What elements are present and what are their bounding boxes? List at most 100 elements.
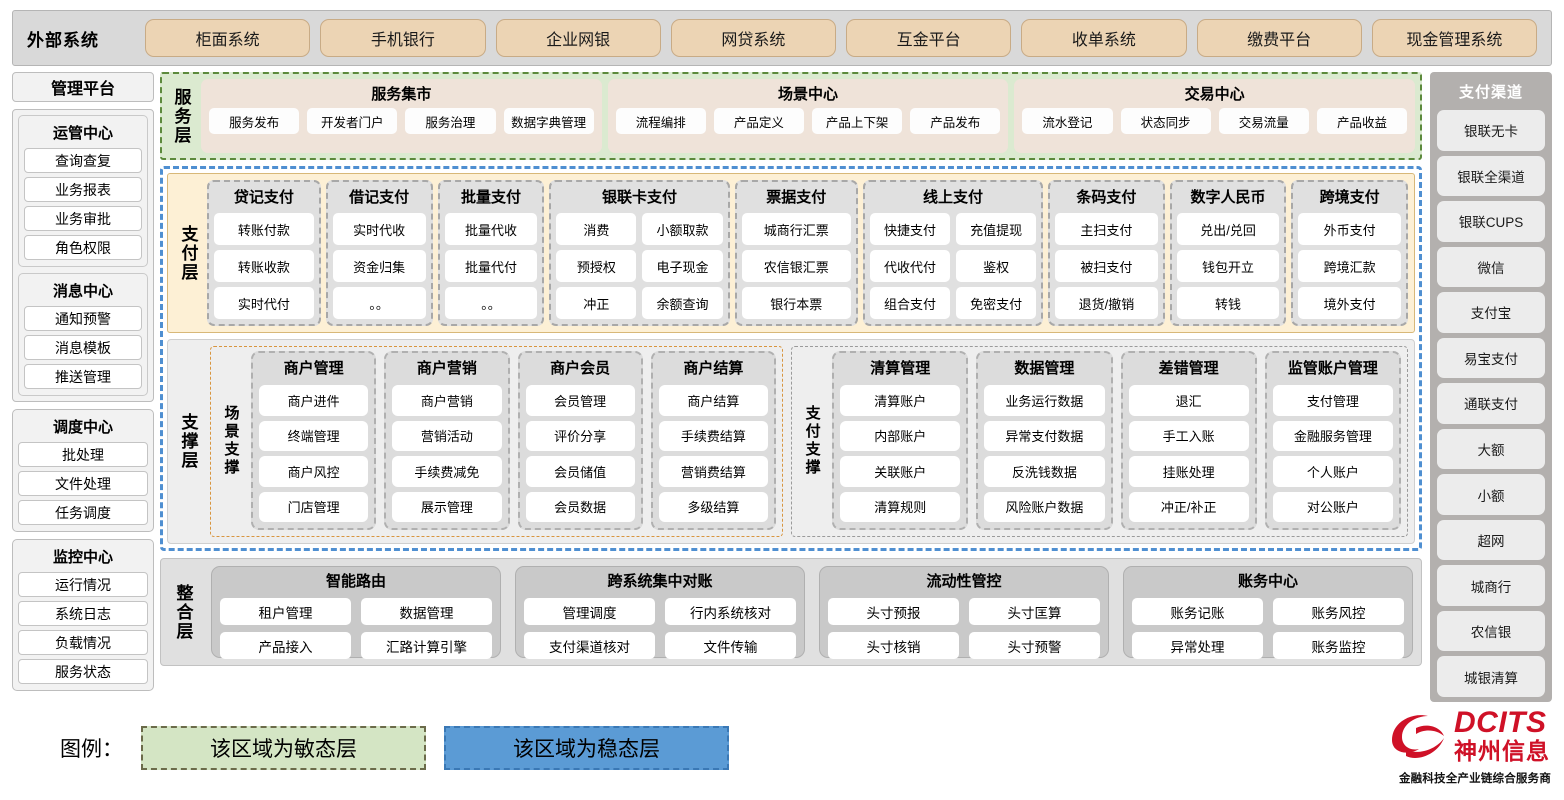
- support-item[interactable]: 内部账户: [840, 420, 961, 451]
- mgmt-item[interactable]: 批处理: [18, 442, 148, 467]
- payment-item[interactable]: 冲正: [556, 287, 637, 319]
- payment-item[interactable]: 主扫支付: [1055, 213, 1158, 245]
- support-item[interactable]: 门店管理: [259, 491, 369, 522]
- integration-item[interactable]: 头寸预警: [969, 632, 1100, 659]
- support-item[interactable]: 金融服务管理: [1272, 420, 1394, 451]
- support-item[interactable]: 退汇: [1128, 385, 1249, 416]
- payment-item[interactable]: 城商行汇票: [741, 213, 851, 245]
- integration-item[interactable]: 支付渠道核对: [524, 632, 655, 659]
- payment-channel-item[interactable]: 银联CUPS: [1437, 201, 1545, 242]
- external-system-item[interactable]: 柜面系统: [145, 19, 311, 57]
- support-item[interactable]: 清算规则: [840, 491, 961, 522]
- payment-item[interactable]: 银行本票: [741, 287, 851, 319]
- payment-item[interactable]: 批量代收: [444, 213, 538, 245]
- payment-item[interactable]: 转钱: [1176, 287, 1280, 319]
- mgmt-item[interactable]: 消息模板: [24, 335, 142, 360]
- payment-channel-item[interactable]: 城银清算: [1437, 656, 1545, 697]
- service-item[interactable]: 产品上下架: [812, 108, 903, 134]
- external-system-item[interactable]: 互金平台: [846, 19, 1012, 57]
- support-item[interactable]: 商户进件: [259, 385, 369, 416]
- support-item[interactable]: 冲正/补正: [1128, 491, 1249, 522]
- support-item[interactable]: 手工入账: [1128, 420, 1249, 451]
- support-item[interactable]: 业务运行数据: [984, 385, 1105, 416]
- integration-item[interactable]: 行内系统核对: [665, 598, 796, 625]
- support-item[interactable]: 商户风控: [259, 456, 369, 487]
- service-item[interactable]: 流程编排: [615, 108, 706, 134]
- payment-item[interactable]: 农信银汇票: [741, 250, 851, 282]
- support-item[interactable]: 会员管理: [525, 385, 635, 416]
- service-item[interactable]: 数据字典管理: [503, 108, 594, 134]
- payment-item[interactable]: 。。: [444, 287, 538, 319]
- payment-item[interactable]: 兑出/兑回: [1176, 213, 1280, 245]
- service-item[interactable]: 产品定义: [713, 108, 805, 134]
- payment-item[interactable]: 被扫支付: [1055, 250, 1158, 282]
- mgmt-item[interactable]: 查询查复: [24, 148, 142, 173]
- payment-channel-item[interactable]: 城商行: [1437, 565, 1545, 606]
- integration-item[interactable]: 租户管理: [220, 598, 351, 625]
- integration-item[interactable]: 文件传输: [665, 632, 796, 659]
- payment-item[interactable]: 快捷支付: [869, 213, 951, 245]
- integration-item[interactable]: 头寸匡算: [969, 598, 1100, 625]
- support-item[interactable]: 反洗钱数据: [984, 456, 1105, 487]
- support-item[interactable]: 商户营销: [392, 385, 502, 416]
- service-item[interactable]: 服务发布: [209, 108, 300, 134]
- integration-item[interactable]: 产品接入: [220, 632, 351, 659]
- support-item[interactable]: 挂账处理: [1128, 456, 1249, 487]
- payment-item[interactable]: 转账收款: [214, 250, 314, 282]
- payment-channel-item[interactable]: 支付宝: [1437, 292, 1545, 333]
- mgmt-item[interactable]: 负载情况: [18, 630, 148, 655]
- mgmt-item[interactable]: 角色权限: [24, 235, 142, 260]
- integration-item[interactable]: 管理调度: [524, 598, 655, 625]
- integration-item[interactable]: 头寸预报: [828, 598, 959, 625]
- payment-item[interactable]: 消费: [556, 213, 637, 245]
- payment-item[interactable]: 外币支付: [1298, 213, 1401, 245]
- support-item[interactable]: 关联账户: [840, 456, 961, 487]
- service-item[interactable]: 交易流量: [1218, 108, 1309, 134]
- support-item[interactable]: 手续费结算: [658, 420, 769, 451]
- integration-item[interactable]: 异常处理: [1132, 632, 1263, 659]
- payment-item[interactable]: 境外支付: [1298, 287, 1401, 319]
- external-system-item[interactable]: 手机银行: [320, 19, 486, 57]
- support-item[interactable]: 营销活动: [392, 420, 502, 451]
- mgmt-item[interactable]: 服务状态: [18, 659, 148, 684]
- external-system-item[interactable]: 现金管理系统: [1371, 19, 1537, 57]
- service-item[interactable]: 服务治理: [405, 108, 496, 134]
- payment-channel-item[interactable]: 农信银: [1437, 610, 1545, 652]
- payment-item[interactable]: 电子现金: [642, 250, 723, 282]
- payment-channel-item[interactable]: 微信: [1437, 246, 1545, 288]
- payment-item[interactable]: 。。: [332, 287, 426, 319]
- payment-item[interactable]: 实时代付: [214, 287, 314, 319]
- support-item[interactable]: 清算账户: [840, 385, 961, 416]
- support-item[interactable]: 支付管理: [1272, 385, 1394, 416]
- mgmt-item[interactable]: 推送管理: [24, 364, 142, 389]
- support-item[interactable]: 终端管理: [259, 420, 369, 451]
- payment-item[interactable]: 预授权: [556, 250, 637, 282]
- external-system-item[interactable]: 收单系统: [1021, 19, 1187, 57]
- support-item[interactable]: 异常支付数据: [984, 420, 1105, 451]
- payment-channel-item[interactable]: 通联支付: [1437, 383, 1545, 424]
- payment-item[interactable]: 组合支付: [869, 287, 951, 319]
- support-item[interactable]: 展示管理: [392, 491, 502, 522]
- payment-channel-item[interactable]: 易宝支付: [1437, 337, 1545, 379]
- integration-item[interactable]: 账务监控: [1273, 632, 1404, 659]
- payment-item[interactable]: 跨境汇款: [1298, 250, 1401, 282]
- payment-item[interactable]: 充值提现: [956, 213, 1037, 245]
- support-item[interactable]: 会员储值: [525, 456, 635, 487]
- mgmt-item[interactable]: 任务调度: [18, 500, 148, 525]
- external-system-item[interactable]: 企业网银: [495, 19, 661, 57]
- payment-channel-item[interactable]: 超网: [1437, 519, 1545, 561]
- mgmt-item[interactable]: 业务报表: [24, 177, 142, 202]
- payment-item[interactable]: 钱包开立: [1176, 250, 1280, 282]
- payment-item[interactable]: 代收代付: [869, 250, 951, 282]
- support-item[interactable]: 个人账户: [1272, 456, 1394, 487]
- support-item[interactable]: 营销费结算: [658, 456, 769, 487]
- payment-item[interactable]: 免密支付: [956, 287, 1037, 319]
- payment-item[interactable]: 退货/撤销: [1055, 287, 1158, 319]
- payment-channel-item[interactable]: 银联全渠道: [1437, 155, 1545, 197]
- payment-item[interactable]: 资金归集: [332, 250, 426, 282]
- service-item[interactable]: 流水登记: [1022, 108, 1113, 134]
- support-item[interactable]: 多级结算: [658, 491, 769, 522]
- mgmt-item[interactable]: 通知预警: [24, 306, 142, 331]
- mgmt-item[interactable]: 文件处理: [18, 471, 148, 496]
- integration-item[interactable]: 汇路计算引擎: [361, 632, 492, 659]
